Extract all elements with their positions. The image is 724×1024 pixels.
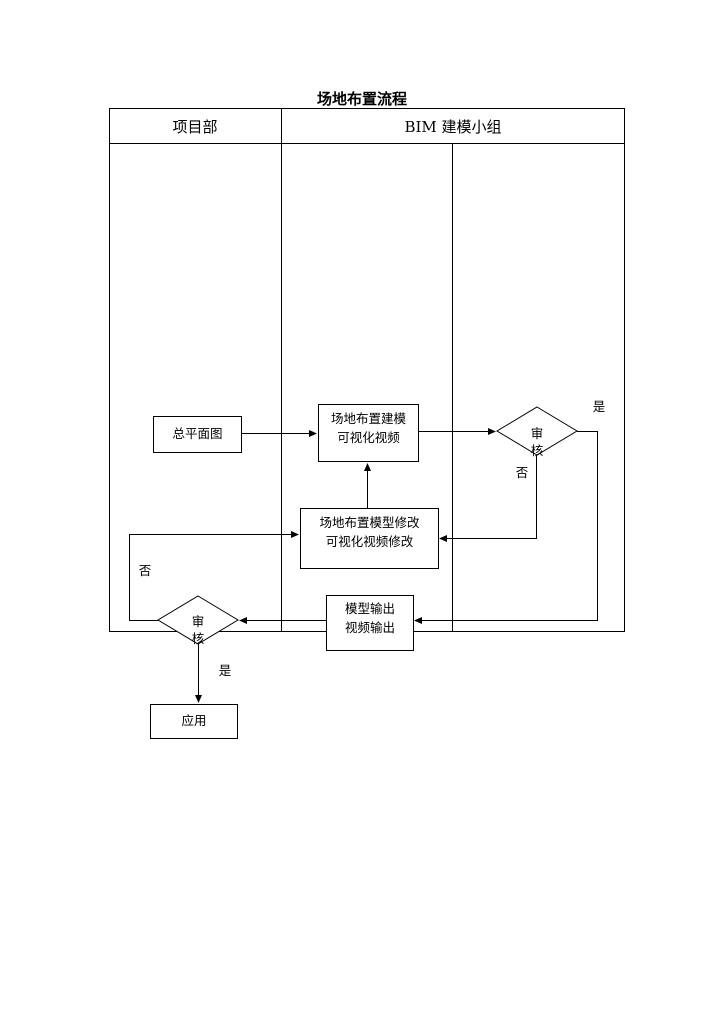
arrow-review-proj-no-to-modify xyxy=(129,531,299,621)
node-model-video-line2: 可视化视频 xyxy=(337,430,400,445)
lane-header-bim-group: BIM 建模小组 xyxy=(404,118,501,136)
swimlane-frame xyxy=(109,108,625,632)
node-review-bim-line2: 核 xyxy=(531,443,544,458)
lane-header-project-dept: 项目部 xyxy=(172,118,217,136)
arrow-review-bim-yes-to-output xyxy=(414,431,598,624)
node-output-line1: 模型输出 xyxy=(345,601,395,616)
node-model-video-line1: 场地布置建模 xyxy=(331,411,407,426)
node-apply-label: 应用 xyxy=(181,713,206,728)
label-bim-no: 否 xyxy=(516,465,529,480)
label-proj-no: 否 xyxy=(139,563,152,578)
diagram-title: 场地布置流程 xyxy=(316,90,407,108)
node-modify-line2: 可视化视频修改 xyxy=(326,534,414,549)
node-review-proj-line2: 核 xyxy=(192,631,205,646)
node-modify: 场地布置模型修改 可视化视频修改 xyxy=(300,508,439,569)
label-bim-yes: 是 xyxy=(593,399,606,414)
node-model-video: 场地布置建模 可视化视频 xyxy=(318,404,419,462)
node-review-proj-line1: 审 xyxy=(192,614,205,629)
node-review-bim: 审 核 xyxy=(496,406,578,458)
node-modify-line1: 场地布置模型修改 xyxy=(319,515,420,530)
node-apply: 应用 xyxy=(150,704,238,739)
node-site-plan-label: 总平面图 xyxy=(172,426,222,441)
label-proj-yes: 是 xyxy=(219,663,232,678)
arrow-review-bim-no-to-modify xyxy=(439,455,537,542)
node-site-plan: 总平面图 xyxy=(153,416,242,453)
node-output-line2: 视频输出 xyxy=(345,620,395,635)
node-output: 模型输出 视频输出 xyxy=(326,595,414,651)
node-review-proj: 审 核 xyxy=(157,595,239,646)
node-review-bim-line1: 审 xyxy=(531,426,544,441)
